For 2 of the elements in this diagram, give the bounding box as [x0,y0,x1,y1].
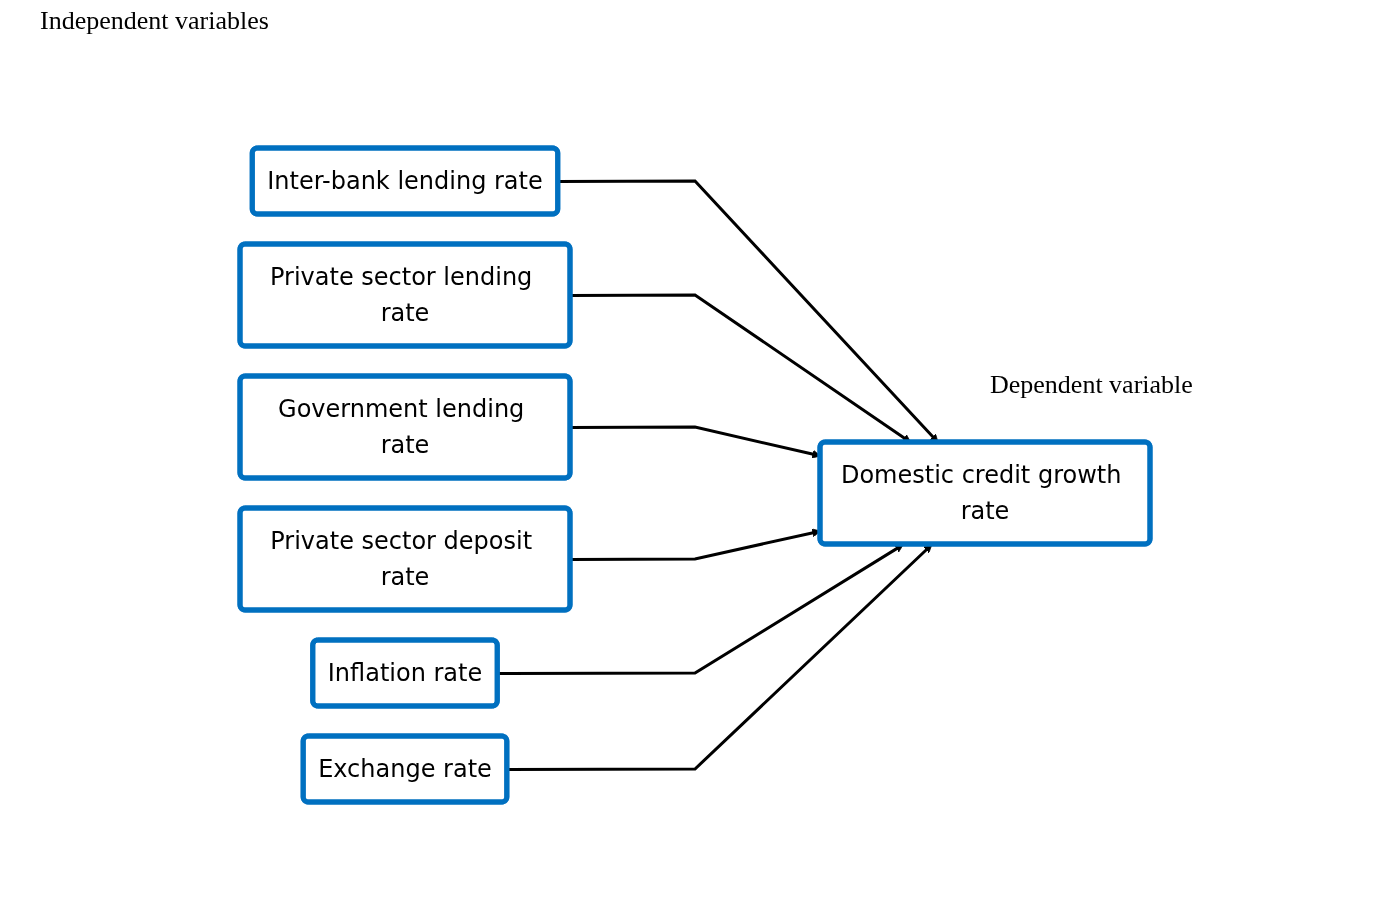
heading-label: Dependent variable [990,370,1193,400]
heading-label: Independent variables [40,6,269,36]
